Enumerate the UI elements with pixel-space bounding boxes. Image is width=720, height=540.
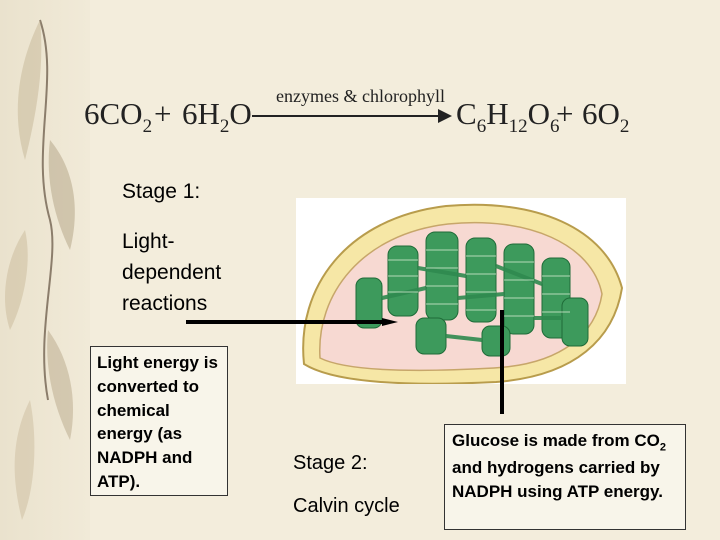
- leaf-decoration: [5, 19, 75, 520]
- stage2-description: Calvin cycle: [293, 495, 400, 517]
- line-to-stroma: [500, 310, 504, 414]
- product-glucose: C6H12O6: [456, 96, 560, 137]
- chloroplast-image: [296, 198, 626, 385]
- reaction-arrow: [252, 115, 444, 117]
- arrow-head-icon: [438, 109, 452, 123]
- calvin-cycle-box: Glucose is made from CO2 and hydrogens c…: [444, 424, 686, 530]
- arrow-label: enzymes & chlorophyll: [276, 86, 445, 106]
- stage1-title: Stage 1:: [122, 180, 201, 203]
- photosynthesis-equation: 6CO2 + 6H2O enzymes & chlorophyll C6H12O…: [84, 86, 644, 148]
- grana-stacks: [355, 231, 589, 357]
- light-reaction-box: Light energy is converted to chemical en…: [90, 346, 228, 496]
- stage1-description: Light- dependent reactions: [122, 230, 222, 316]
- reactant-carbon-dioxide: 6CO2: [84, 96, 153, 137]
- plus-sign: +: [556, 96, 574, 131]
- chloroplast-illustration: [302, 203, 624, 385]
- stage2-title: Stage 2:: [293, 452, 368, 474]
- arrow-to-thylakoid: [186, 318, 398, 326]
- plus-sign: +: [154, 96, 172, 131]
- product-oxygen: 6O2: [582, 96, 630, 137]
- reactant-water: 6H2O: [182, 96, 252, 137]
